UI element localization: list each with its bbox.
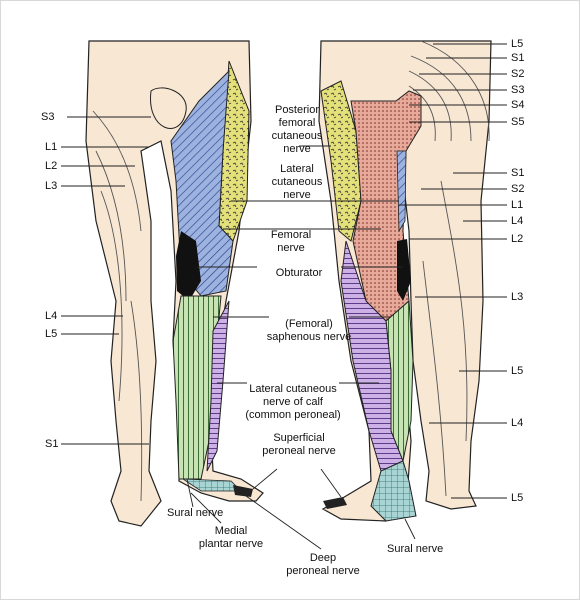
dermatome-label-l1-left: L1 [45, 141, 58, 153]
dermatome-label-s1-right: S1 [511, 167, 525, 179]
nerve-label-obturator: Obturator [275, 267, 323, 279]
center-leader-lines [186, 145, 416, 550]
dermatome-label-l4-left: L4 [45, 310, 58, 322]
region-obturator-front [176, 231, 201, 301]
dermatome-label-s2-right: S2 [511, 183, 525, 195]
region-lateral-calf-front [206, 300, 230, 472]
left-leader-lines [61, 116, 151, 445]
dermatome-label-l3-left: L3 [45, 180, 58, 192]
dermatome-label-l1-right: L1 [511, 199, 524, 211]
nerve-label-saphenous: (Femoral) saphenous nerve [266, 318, 352, 343]
dermatome-label-l2-left: L2 [45, 160, 58, 172]
dermatome-label-l3-right: L3 [511, 291, 524, 303]
region-lateral-cutaneous-back [396, 150, 407, 233]
dermatome-label-s1-right-top: S1 [511, 52, 525, 64]
region-obturator-back [397, 239, 411, 301]
dermatome-label-s3-right-top: S3 [511, 84, 525, 96]
anterior-genitals [150, 87, 187, 129]
nerve-label-lateral-cutaneous-calf: Lateral cutaneous nerve of calf (common … [245, 383, 341, 421]
dermatome-label-l5-right-foot: L5 [511, 492, 524, 504]
nerve-label-lateral-cutaneous: Lateral cutaneous nerve [271, 163, 323, 201]
region-deep-peroneal-front [233, 485, 253, 497]
dermatome-label-l4-right-lower: L4 [511, 417, 524, 429]
dermatome-label-s2-right-top: S2 [511, 68, 525, 80]
dermatome-label-l5-right-top: L5 [511, 38, 524, 50]
dermatome-label-l2-right: L2 [511, 233, 524, 245]
dermatome-label-l5-left: L5 [45, 328, 58, 340]
nerve-label-medial-plantar: Medial plantar nerve [198, 525, 264, 550]
nerve-label-posterior-femoral-cutaneous: Posterior femoral cutaneous nerve [271, 104, 323, 155]
nerve-label-sural-right: Sural nerve [387, 543, 444, 555]
dermatome-label-s3-left: S3 [41, 111, 55, 123]
nerve-label-superficial-peroneal: Superficial peroneal nerve [262, 432, 336, 457]
dermatome-label-s5-right-top: S5 [511, 116, 525, 128]
nerve-label-sural-left: Sural nerve [167, 507, 224, 519]
nerve-label-deep-peroneal: Deep peroneal nerve [286, 552, 360, 577]
right-leader-lines [399, 43, 507, 499]
dermatome-label-l5-right: L5 [511, 365, 524, 377]
region-sural-back [370, 460, 417, 522]
dermatome-label-l4-right-upper: L4 [511, 215, 524, 227]
dermatome-label-s4-right-top: S4 [511, 99, 525, 111]
region-deep-peroneal-back [323, 497, 347, 509]
nerve-label-femoral: Femoral nerve [270, 229, 312, 254]
dermatome-label-s1-left: S1 [45, 438, 59, 450]
